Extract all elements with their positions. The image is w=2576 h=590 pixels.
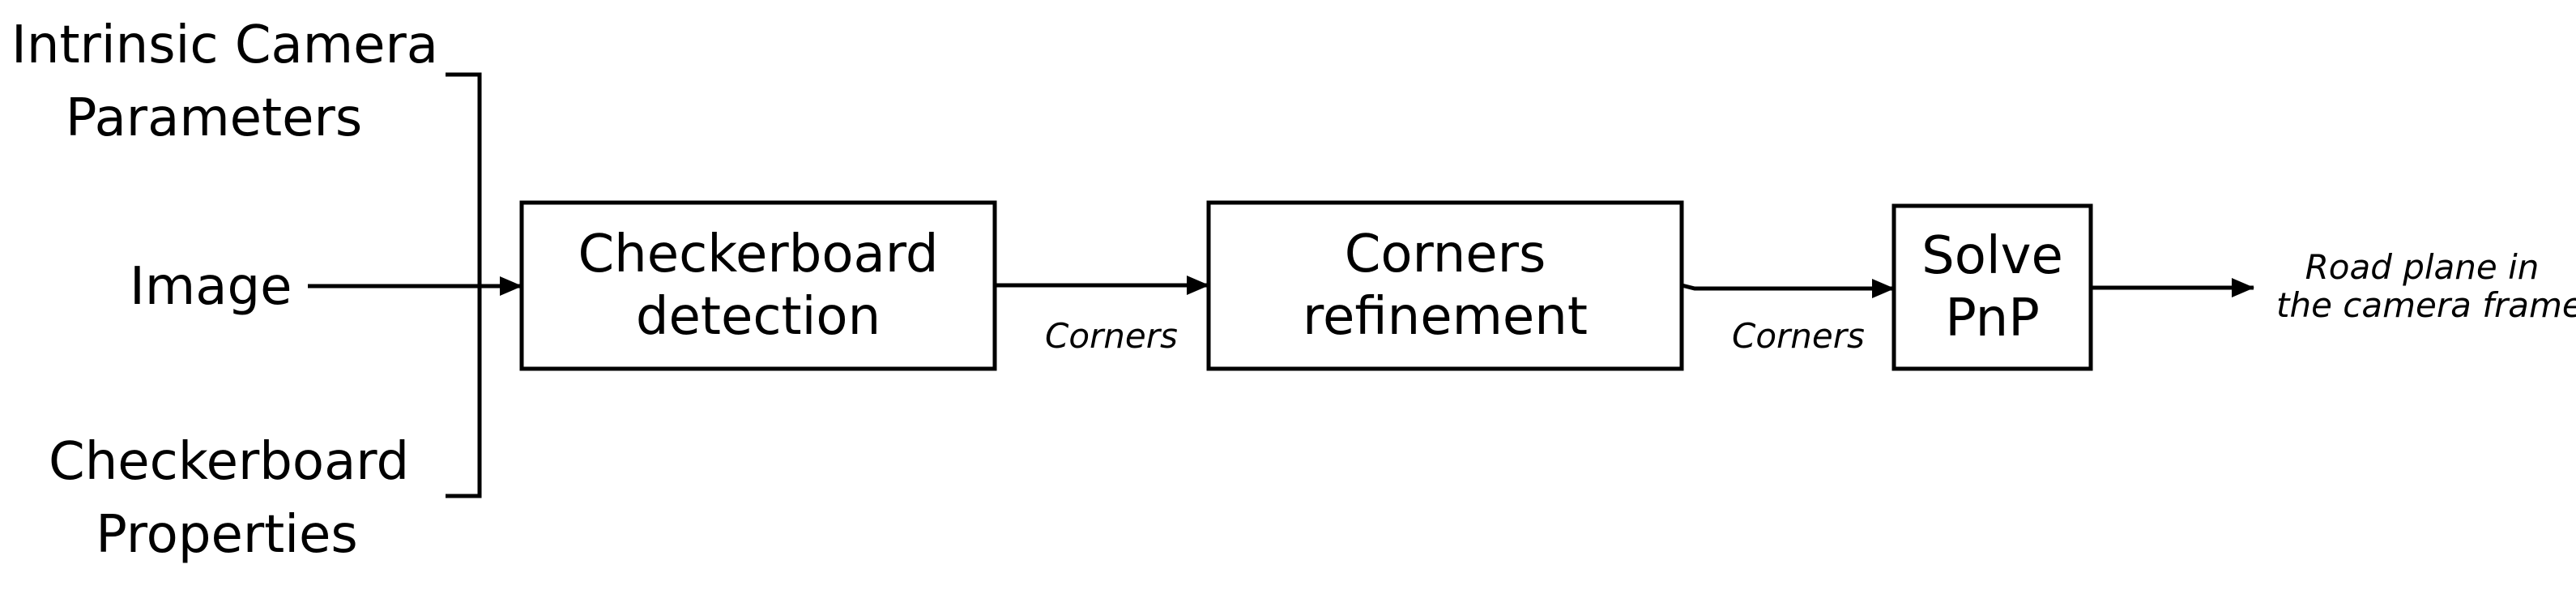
corners-edge-label-2: Corners <box>1732 316 1865 356</box>
checkerboard-detection-text: Checkerboard detection <box>522 203 995 369</box>
intrinsic-camera-parameters-label: Intrinsic Camera Parameters <box>11 15 438 148</box>
road-plane-output-label: Road plane in the camera frame <box>2276 247 2576 326</box>
intrinsic-line2: Parameters <box>65 88 363 148</box>
detection-line1: Checkerboard <box>578 224 939 284</box>
solve-line1: Solve <box>1921 225 2063 286</box>
checkerboard-line1: Checkerboard <box>49 432 410 492</box>
image-label: Image <box>130 257 292 317</box>
solve-pnp-text: Solve PnP <box>1894 206 2091 369</box>
intrinsic-line1: Intrinsic Camera <box>11 15 438 75</box>
output-line2: the camera frame <box>2276 285 2576 326</box>
solve-line2: PnP <box>1945 288 2040 348</box>
refinement-line2: refinement <box>1303 286 1588 347</box>
corners-edge-label-1: Corners <box>1045 316 1178 356</box>
corners-refinement-text: Corners refinement <box>1209 203 1682 369</box>
refinement-line1: Corners <box>1344 224 1546 284</box>
checkerboard-line2: Properties <box>96 505 358 565</box>
output-line1: Road plane in <box>2305 247 2540 287</box>
detection-line2: detection <box>635 286 881 347</box>
refinement-to-solve-arrow <box>1681 279 1895 298</box>
checkerboard-properties-label: Checkerboard Properties <box>49 432 410 565</box>
